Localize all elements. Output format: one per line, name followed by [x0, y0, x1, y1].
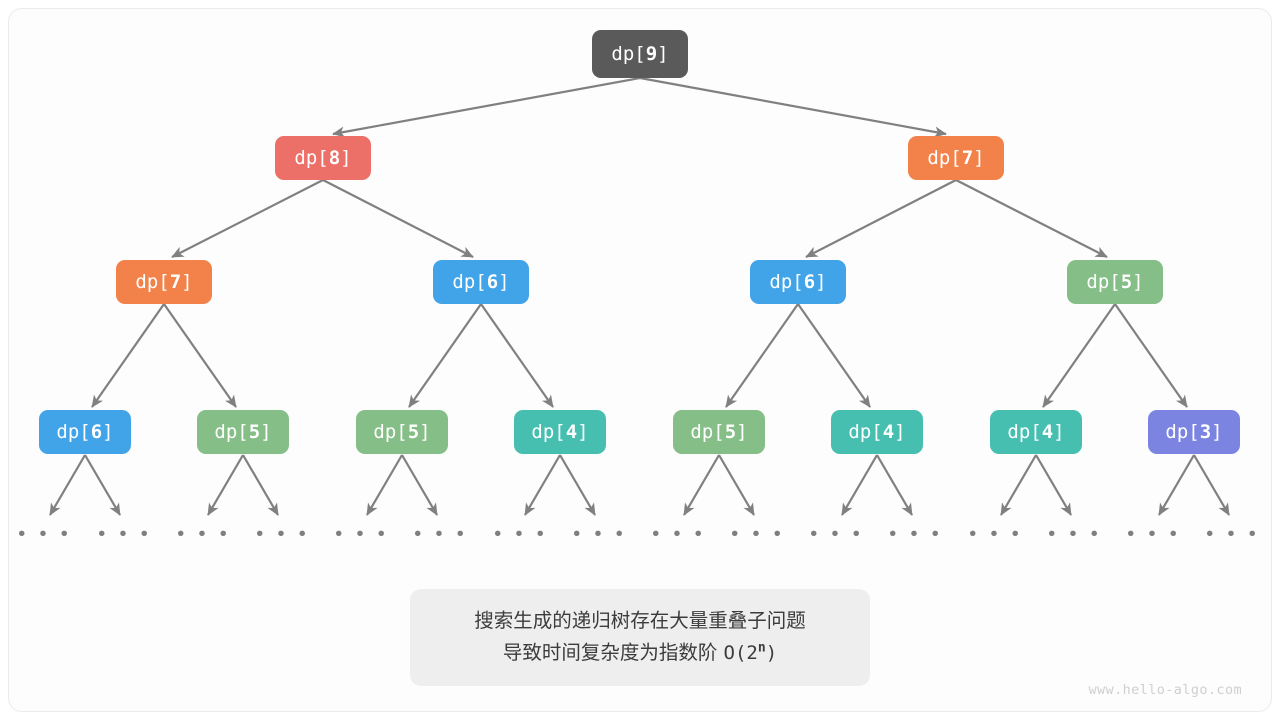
node-label-suffix: ]	[657, 43, 669, 65]
node-label-suffix: ]	[1053, 421, 1065, 443]
ellipsis-mark: • • •	[571, 523, 627, 546]
complexity-expression: O(2n)	[723, 640, 778, 664]
node-index-value: 5	[248, 421, 261, 443]
ellipsis-mark: • • •	[412, 523, 468, 546]
node-label-prefix: dp[	[927, 147, 962, 169]
node-label-prefix: dp[	[452, 271, 487, 293]
node-label-prefix: dp[	[690, 421, 725, 443]
node-label-suffix: ]	[736, 421, 748, 443]
complexity-close: )	[765, 641, 778, 664]
node-index-value: 4	[882, 421, 895, 443]
node-label-suffix: ]	[340, 147, 352, 169]
tree-node-dp-7: dp[7]	[908, 136, 1004, 180]
node-label-prefix: dp[	[1086, 271, 1121, 293]
tree-node-dp-5: dp[5]	[356, 410, 448, 454]
node-label-suffix: ]	[815, 271, 827, 293]
node-label-prefix: dp[	[1165, 421, 1200, 443]
watermark: www.hello-algo.com	[1088, 682, 1242, 698]
ellipsis-mark: • • •	[967, 523, 1023, 546]
node-label-prefix: dp[	[56, 421, 91, 443]
tree-node-dp-4: dp[4]	[514, 410, 606, 454]
ellipsis-mark: • • •	[729, 523, 785, 546]
tree-node-dp-8: dp[8]	[275, 136, 371, 180]
ellipsis-mark: • • •	[492, 523, 548, 546]
node-label-prefix: dp[	[294, 147, 329, 169]
node-index-value: 7	[961, 147, 974, 169]
ellipsis-mark: • • •	[254, 523, 310, 546]
node-index-value: 6	[486, 271, 499, 293]
node-index-value: 5	[407, 421, 420, 443]
node-index-value: 5	[724, 421, 737, 443]
node-label-prefix: dp[	[848, 421, 883, 443]
node-label-suffix: ]	[498, 271, 510, 293]
node-label-prefix: dp[	[611, 43, 646, 65]
node-index-value: 3	[1199, 421, 1212, 443]
tree-node-dp-9: dp[9]	[592, 30, 688, 78]
ellipsis-mark: • • •	[808, 523, 864, 546]
tree-node-dp-6: dp[6]	[433, 260, 529, 304]
caption-line-1: 搜索生成的递归树存在大量重叠子问题	[474, 609, 806, 632]
ellipsis-mark: • • •	[333, 523, 389, 546]
ellipsis-mark: • • •	[1125, 523, 1181, 546]
ellipsis-mark: • • •	[650, 523, 706, 546]
node-index-value: 5	[1120, 271, 1133, 293]
node-label-prefix: dp[	[135, 271, 170, 293]
node-label-prefix: dp[	[531, 421, 566, 443]
node-label-suffix: ]	[894, 421, 906, 443]
node-label-suffix: ]	[973, 147, 985, 169]
ellipsis-mark: • • •	[16, 523, 72, 546]
tree-node-dp-5: dp[5]	[673, 410, 765, 454]
node-index-value: 9	[645, 43, 658, 65]
ellipsis-mark: • • •	[1204, 523, 1260, 546]
complexity-open: O(2	[723, 641, 758, 664]
ellipsis-mark: • • •	[96, 523, 152, 546]
node-index-value: 4	[565, 421, 578, 443]
caption-box: 搜索生成的递归树存在大量重叠子问题 导致时间复杂度为指数阶 O(2n)	[410, 589, 870, 687]
tree-node-dp-6: dp[6]	[750, 260, 846, 304]
ellipsis-mark: • • •	[887, 523, 943, 546]
node-label-suffix: ]	[181, 271, 193, 293]
tree-node-dp-5: dp[5]	[1067, 260, 1163, 304]
node-index-value: 4	[1041, 421, 1054, 443]
complexity-exponent: n	[757, 640, 766, 656]
node-label-suffix: ]	[1132, 271, 1144, 293]
node-index-value: 6	[90, 421, 103, 443]
tree-node-dp-4: dp[4]	[990, 410, 1082, 454]
node-label-suffix: ]	[260, 421, 272, 443]
node-label-prefix: dp[	[214, 421, 249, 443]
node-label-prefix: dp[	[373, 421, 408, 443]
tree-node-dp-6: dp[6]	[39, 410, 131, 454]
node-label-prefix: dp[	[769, 271, 804, 293]
caption-line-2-text: 导致时间复杂度为指数阶	[502, 640, 718, 664]
node-label-prefix: dp[	[1007, 421, 1042, 443]
node-label-suffix: ]	[1211, 421, 1223, 443]
ellipsis-mark: • • •	[1046, 523, 1102, 546]
node-label-suffix: ]	[419, 421, 431, 443]
node-index-value: 8	[328, 147, 341, 169]
tree-node-dp-4: dp[4]	[831, 410, 923, 454]
node-index-value: 7	[169, 271, 182, 293]
node-label-suffix: ]	[577, 421, 589, 443]
tree-node-dp-7: dp[7]	[116, 260, 212, 304]
tree-node-dp-5: dp[5]	[197, 410, 289, 454]
ellipsis-mark: • • •	[175, 523, 231, 546]
caption-line-2: 导致时间复杂度为指数阶 O(2n)	[420, 637, 860, 669]
node-index-value: 6	[803, 271, 816, 293]
node-label-suffix: ]	[102, 421, 114, 443]
tree-node-dp-3: dp[3]	[1148, 410, 1240, 454]
